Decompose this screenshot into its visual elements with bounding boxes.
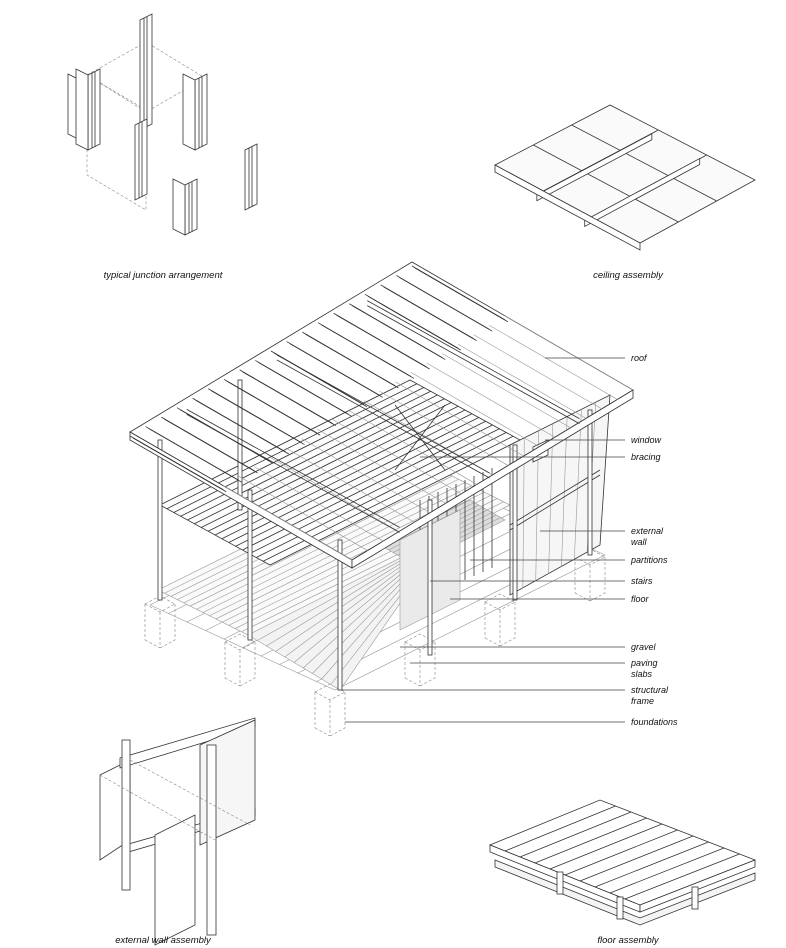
label-text: slabs [631,669,653,679]
caption-junction-arrangement: typical junction arrangement [104,270,223,281]
label-text: external [631,526,664,536]
caption-ceiling-assembly: ceiling assembly [593,270,664,281]
label-text: structural [631,685,669,695]
label-text: roof [631,353,648,363]
label-text: floor [631,594,650,604]
label-text: stairs [631,576,653,586]
label-text: window [631,435,662,445]
structural-frame [157,379,593,691]
label-foundations: foundations [345,717,678,727]
external-wall-assembly [99,717,256,946]
label-text: paving [630,658,658,668]
label-roof: roof [545,353,648,363]
label-floor: floor [450,594,650,604]
label-window: window [545,435,662,445]
label-stairs: stairs [430,576,653,586]
caption-external-wall-assembly: external wall assembly [115,935,212,946]
label-text: gravel [631,642,657,652]
label-text: partitions [630,555,668,565]
ceiling-assembly [494,104,756,251]
label-text: bracing [631,452,661,462]
caption-floor-assembly: floor assembly [597,935,659,946]
label-text: frame [631,696,654,706]
label-partitions: partitions [470,555,668,565]
junction-arrangement [67,13,258,236]
external-wall [509,394,611,596]
label-gravel: gravel [400,642,657,652]
label-bracing: bracing [420,452,661,462]
label-text: foundations [631,717,678,727]
floor-assembly [488,799,757,926]
roof [129,261,634,569]
label-text: wall [631,537,648,547]
